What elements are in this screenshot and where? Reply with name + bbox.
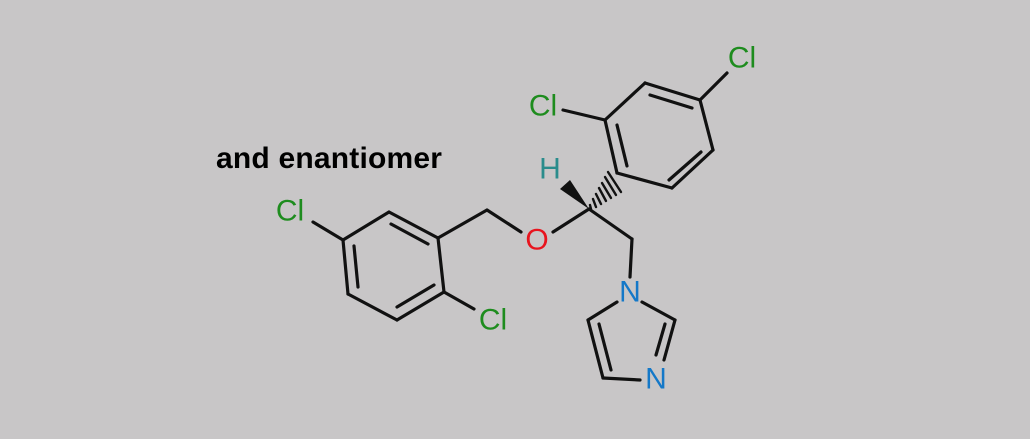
bond-stereocenter-to-o bbox=[551, 207, 591, 234]
imidazole-ring bbox=[586, 237, 677, 382]
bond-upper-ring-6 bbox=[603, 118, 619, 175]
bond-lower-ring-6 bbox=[387, 210, 440, 240]
bond-to-cl-left bbox=[311, 220, 345, 242]
atom-cl-bottom: Cl bbox=[479, 304, 507, 337]
ether-linkage bbox=[436, 208, 523, 240]
bond-ch2-to-lower-ring bbox=[436, 208, 489, 240]
bond-upper-ring-5 bbox=[615, 171, 674, 190]
bond-upper-ring-2-inner bbox=[648, 93, 694, 110]
atom-cl-top-right: Cl bbox=[728, 42, 756, 75]
bond-lower-ring-2 bbox=[395, 290, 446, 322]
atom-h-stereo: H bbox=[539, 153, 561, 186]
bond-lower-ring-4-inner bbox=[352, 244, 360, 289]
enantiomer-caption: and enantiomer bbox=[216, 142, 443, 175]
bond-c2-to-n3-inner bbox=[654, 322, 667, 357]
bond-upper-ring-4 bbox=[670, 148, 715, 190]
hashed-wedge-bond bbox=[588, 170, 623, 211]
bond-n3-to-c4 bbox=[601, 376, 642, 382]
bond-c4-to-c5-inner bbox=[597, 322, 613, 372]
bond-upper-ring-1 bbox=[603, 81, 647, 122]
bond-lower-ring-1 bbox=[436, 236, 446, 294]
bond-lower-ring-3 bbox=[346, 292, 399, 322]
bond-lower-ring-6-inner bbox=[389, 222, 430, 246]
bond-lower-ring-4 bbox=[341, 238, 350, 296]
atom-cl-left: Cl bbox=[276, 195, 304, 228]
bond-o-to-ch2 bbox=[485, 208, 523, 234]
bond-c4-to-c5 bbox=[586, 318, 605, 380]
atom-n-imidazole-3: N bbox=[645, 363, 667, 396]
bond-upper-ring-2 bbox=[643, 81, 702, 102]
atom-cl-upper-left: Cl bbox=[529, 90, 557, 123]
solid-wedge-bond-to-h bbox=[560, 180, 589, 209]
bond-upper-ring-3 bbox=[698, 98, 715, 152]
bond-to-cl-top-right bbox=[698, 71, 729, 102]
bond-to-cl-upper-left bbox=[561, 108, 607, 122]
bond-lower-ring-5 bbox=[341, 210, 391, 242]
bond-ch2-down bbox=[628, 237, 634, 279]
lower-dichlorophenyl-ring bbox=[311, 210, 476, 322]
bond-to-cl-bottom bbox=[442, 290, 476, 311]
atom-n-imidazole-1: N bbox=[619, 276, 641, 309]
bond-c5-to-n1 bbox=[586, 300, 619, 322]
bond-upper-ring-4-inner bbox=[667, 150, 703, 182]
bond-n1-to-c2 bbox=[640, 300, 677, 322]
stereocenter bbox=[551, 170, 634, 241]
bond-stereocenter-to-ch2 bbox=[587, 207, 634, 241]
bond-upper-ring-6-inner bbox=[615, 123, 629, 168]
atom-o-ether: O bbox=[525, 224, 548, 257]
bond-lower-ring-2-inner bbox=[395, 283, 436, 309]
bond-c2-to-n3 bbox=[662, 318, 677, 362]
upper-dichlorophenyl-ring bbox=[561, 71, 729, 190]
